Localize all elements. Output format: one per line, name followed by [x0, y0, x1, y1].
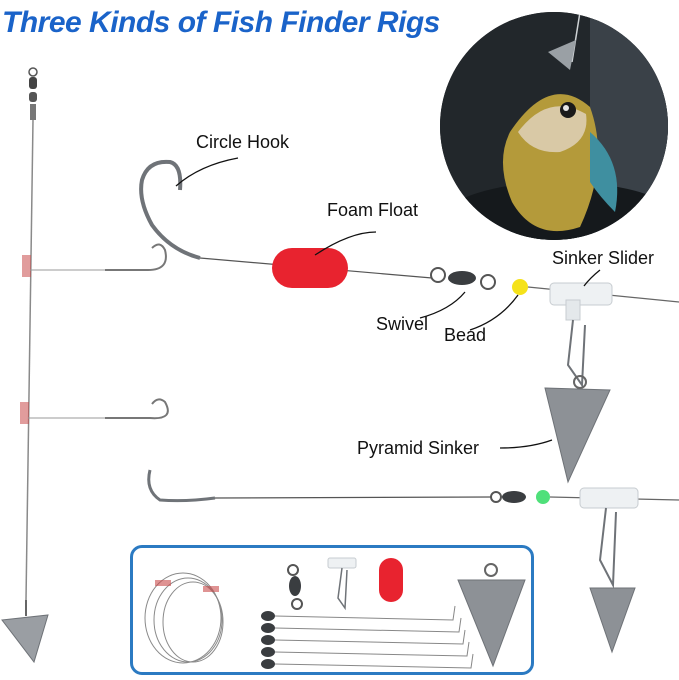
- label-bead: Bead: [444, 325, 487, 345]
- page-title: Three Kinds of Fish Finder Rigs: [2, 6, 440, 39]
- label-circle-hook: Circle Hook: [196, 132, 290, 152]
- label-sinker-slider: Sinker Slider: [552, 248, 655, 268]
- label-leaders: [175, 157, 601, 449]
- label-pyramid-sinker: Pyramid Sinker: [357, 438, 480, 458]
- foam-float-shape: [272, 248, 348, 288]
- label-foam-float: Foam Float: [327, 200, 419, 220]
- green-bead-shape: [536, 490, 550, 504]
- parts-kit-inset: [130, 545, 534, 675]
- yellow-bead-shape: [512, 279, 528, 295]
- parts-kit-illustration: [144, 557, 526, 669]
- label-swivel: Swivel: [376, 314, 429, 334]
- float-rig: [139, 159, 679, 484]
- lower-rig: [147, 469, 679, 654]
- dropper-rig: [1, 67, 169, 664]
